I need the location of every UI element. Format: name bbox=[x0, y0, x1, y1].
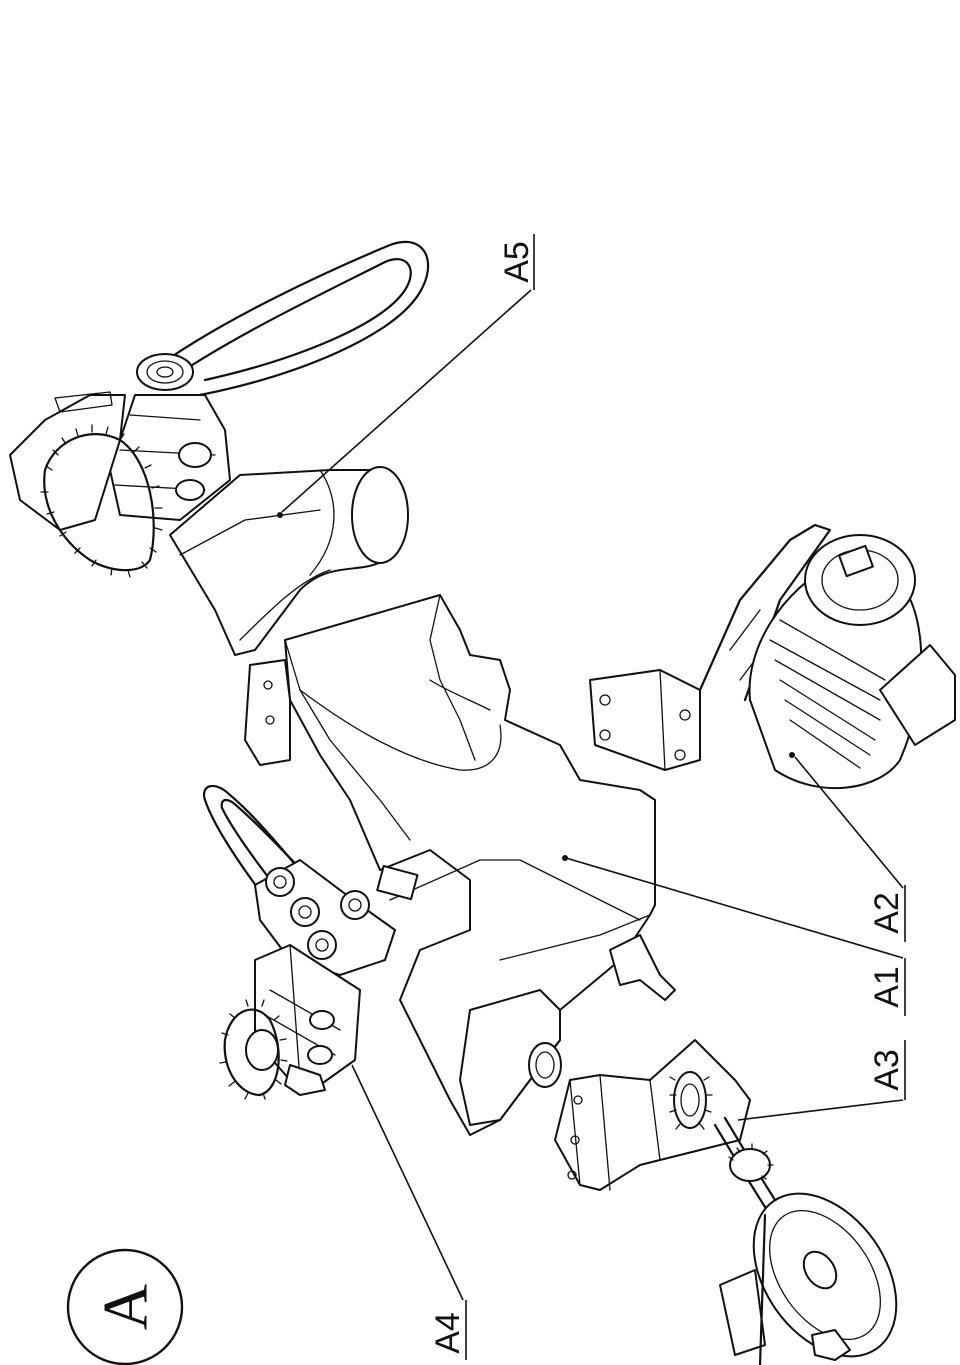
label-a4: A4 bbox=[429, 1300, 467, 1360]
part-a4-saw-unit bbox=[202, 784, 396, 1100]
part-a1-main-frame bbox=[244, 594, 676, 1136]
label-a2: A2 bbox=[868, 885, 906, 942]
part-a2-motor bbox=[589, 523, 956, 790]
view-marker-letter: A bbox=[90, 1284, 161, 1330]
view-marker: A bbox=[66, 1248, 184, 1365]
label-a3-text: A3 bbox=[868, 1049, 906, 1091]
leader-a2 bbox=[794, 756, 904, 889]
label-a5-text: A5 bbox=[498, 241, 536, 283]
part-labels: A5 A2 A1 A3 A4 bbox=[429, 234, 906, 1360]
view-marker-circle bbox=[66, 1248, 184, 1365]
leader-a1 bbox=[565, 857, 904, 959]
leader-a4 bbox=[351, 1064, 464, 1301]
part-a5-saw-head bbox=[9, 240, 430, 656]
leader-lines bbox=[281, 289, 904, 1301]
label-a1-text: A1 bbox=[868, 966, 906, 1008]
leader-a3 bbox=[737, 1099, 904, 1121]
part-a3-handwheel-drive bbox=[554, 1039, 898, 1365]
label-a3: A3 bbox=[868, 1040, 906, 1100]
label-a2-text: A2 bbox=[868, 892, 906, 934]
leader-a5 bbox=[281, 289, 532, 513]
label-a1: A1 bbox=[868, 958, 906, 1016]
label-a5: A5 bbox=[498, 234, 536, 290]
label-a4-text: A4 bbox=[429, 1312, 467, 1354]
